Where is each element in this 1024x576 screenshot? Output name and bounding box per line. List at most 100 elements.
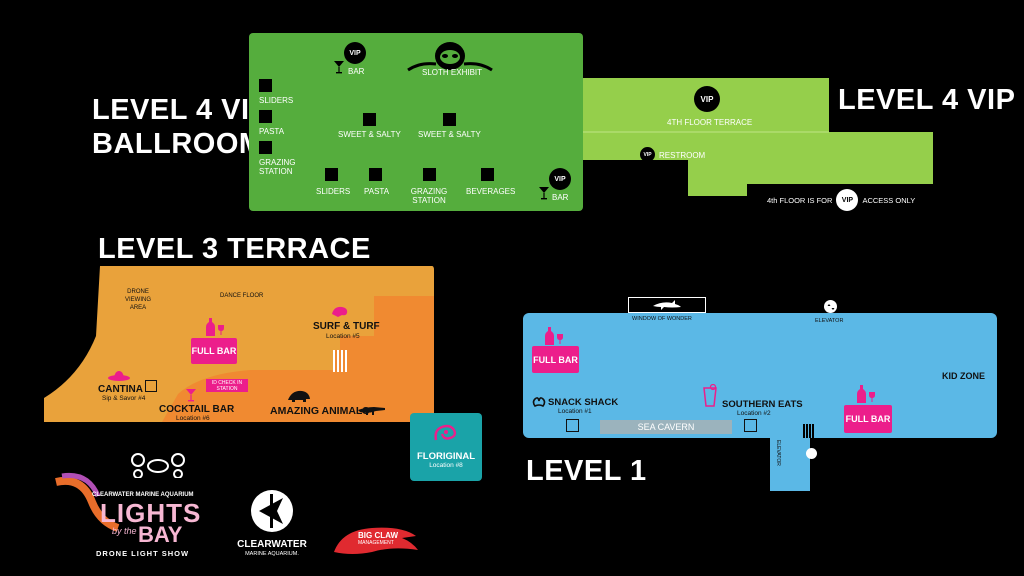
- wine-bottle-icon: [544, 327, 566, 350]
- sliders-bottom-marker: [325, 168, 338, 181]
- restroom-icon: [672, 164, 688, 185]
- window-of-wonder-label: WINDOW OF WONDER: [632, 316, 692, 322]
- cocktail-glass-icon: [185, 388, 197, 407]
- sweet-salty-label-2: SWEET & SALTY: [418, 130, 481, 139]
- cocktail-glass-icon: [703, 383, 717, 415]
- grazing-left-label: GRAZING STATION: [259, 158, 296, 176]
- cocktail-bar-label: COCKTAIL BAR: [159, 404, 235, 415]
- alligator-icon: [358, 403, 386, 421]
- kid-zone-label: KID ZONE: [942, 371, 986, 381]
- grazing-bottom-marker: [423, 168, 436, 181]
- lights-logo-top-text: CLEARWATER MARINE AQUARIUM: [92, 492, 194, 498]
- shrimp-icon: [330, 304, 350, 323]
- level1-full-bar-right: FULL BAR: [844, 405, 892, 433]
- lights-logo-by-text: by the: [112, 526, 137, 536]
- grazing-bottom-label: GRAZING STATION: [410, 187, 448, 205]
- cocktail-glass-icon: [538, 186, 550, 205]
- flower-icon: [432, 422, 458, 449]
- sloth-exhibit-label: SLOTH EXHIBIT: [422, 68, 483, 77]
- vip-badge-terrace: VIP: [694, 86, 720, 112]
- vip-access-note: 4th FLOOR IS FOR VIP ACCESS ONLY: [767, 189, 915, 211]
- beverages-marker: [481, 168, 494, 181]
- vip-access-badge: VIP: [836, 189, 859, 211]
- booth-icon: [566, 419, 579, 432]
- sliders-bottom-label: SLIDERS: [316, 187, 351, 196]
- bigclaw-logo-line2: MANAGEMENT: [358, 540, 394, 546]
- elevator-icon: [824, 300, 837, 313]
- grazing-station-marker: [259, 141, 272, 154]
- sweet-salty-marker-2: [443, 113, 456, 126]
- pasta-station-marker: [259, 110, 272, 123]
- sweet-salty-marker-1: [363, 113, 376, 126]
- level1-area: [523, 313, 997, 438]
- cma-logo-line1: CLEARWATER: [237, 539, 307, 550]
- pasta-bottom-label: PASTA: [364, 187, 390, 196]
- southern-eats-label: SOUTHERN EATS: [722, 399, 803, 410]
- elevator-side-label: ELEVATOR: [775, 440, 781, 466]
- sliders-station-marker: [259, 79, 272, 92]
- level4-ballroom-area: [249, 33, 583, 211]
- level3-terrace-area: [44, 266, 434, 422]
- snack-shack-label: SNACK SHACK: [548, 397, 619, 408]
- sombrero-icon: [107, 368, 131, 386]
- restroom-label: RESTROOM: [659, 151, 706, 160]
- bar-bottom-label: BAR: [552, 193, 569, 202]
- snack-shack-location: Location #1: [558, 408, 592, 415]
- cma-logo-line2: MARINE AQUARIUM.: [245, 551, 299, 557]
- bigclaw-logo-line1: BIG CLAW: [358, 531, 398, 540]
- clearwater-marine-aquarium-logo: CLEARWATER MARINE AQUARIUM.: [232, 488, 312, 568]
- wine-bottle-icon: [205, 318, 227, 341]
- vip-badge-bar-top: VIP: [344, 42, 366, 64]
- drone-area-label: DRONE VIEWING AREA: [124, 289, 151, 311]
- ballroom-title-line2: BALLROOM: [92, 128, 264, 160]
- access-note-before: 4th FLOOR IS FOR: [767, 195, 833, 205]
- stairs-icon: [803, 424, 815, 438]
- big-claw-management-logo: BIG CLAW MANAGEMENT: [332, 522, 422, 558]
- terrace-label: 4TH FLOOR TERRACE: [667, 118, 753, 127]
- vip-badge-bar-bottom: VIP: [549, 168, 571, 190]
- sliders-left-label: SLIDERS: [259, 96, 294, 105]
- beverages-label: BEVERAGES: [466, 187, 516, 196]
- level1-title: LEVEL 1: [526, 455, 647, 487]
- lights-logo-main-text: LIGHTS: [100, 498, 202, 528]
- booth-icon: [744, 419, 757, 432]
- amazing-animals-label: AMAZING ANIMALS: [270, 405, 370, 417]
- cantina-label: CANTINA: [98, 384, 143, 395]
- access-note-after: ACCESS ONLY: [862, 195, 916, 205]
- lights-logo-sub-text: DRONE LIGHT SHOW: [96, 549, 190, 558]
- wine-bottle-icon: [856, 385, 878, 408]
- stairs-icon: [333, 350, 349, 372]
- lights-by-the-bay-logo: CLEARWATER MARINE AQUARIUM LIGHTS by the…: [52, 452, 222, 564]
- vip-badge-restroom: VIP: [640, 147, 655, 162]
- dance-floor-label: DANCE FLOOR: [220, 293, 264, 299]
- level4-terrace-area: [583, 78, 933, 196]
- southern-eats-location: Location #2: [737, 410, 771, 417]
- lights-logo-bay-text: BAY: [138, 522, 183, 547]
- armadillo-icon: [286, 389, 312, 408]
- floriginal-booth: [410, 413, 482, 481]
- surf-turf-location: Location #5: [326, 333, 360, 340]
- elevator-icon: [806, 448, 817, 459]
- terrace-title: LEVEL 4 VIP: [838, 84, 1016, 116]
- sweet-salty-label-1: SWEET & SALTY: [338, 130, 401, 139]
- level3-full-bar: FULL BAR: [191, 338, 237, 364]
- elevator-top-label: ELEVATOR: [815, 318, 844, 324]
- sea-cavern: SEA CAVERN: [600, 420, 732, 434]
- sloth-icon: [406, 40, 494, 81]
- cantina-location: Sip & Savor #4: [102, 395, 146, 402]
- bar-top-label: BAR: [348, 67, 365, 76]
- id-check-station: ID CHECK IN STATION: [206, 379, 248, 392]
- level3-title: LEVEL 3 TERRACE: [98, 233, 371, 265]
- pasta-bottom-marker: [369, 168, 382, 181]
- floriginal-label: FLORIGINAL: [416, 451, 476, 462]
- floriginal-location: Location #8: [429, 462, 463, 469]
- ballroom-title-line1: LEVEL 4 VIP: [92, 94, 270, 126]
- cocktail-bar-location: Location #6: [176, 415, 210, 422]
- booth-icon: [145, 380, 157, 392]
- cocktail-glass-icon: [333, 60, 345, 79]
- pretzel-icon: [532, 395, 546, 413]
- level1-full-bar-left: FULL BAR: [532, 346, 579, 373]
- dolphin-icon: [628, 297, 706, 313]
- surf-turf-label: SURF & TURF: [313, 321, 380, 332]
- pasta-left-label: PASTA: [259, 127, 285, 136]
